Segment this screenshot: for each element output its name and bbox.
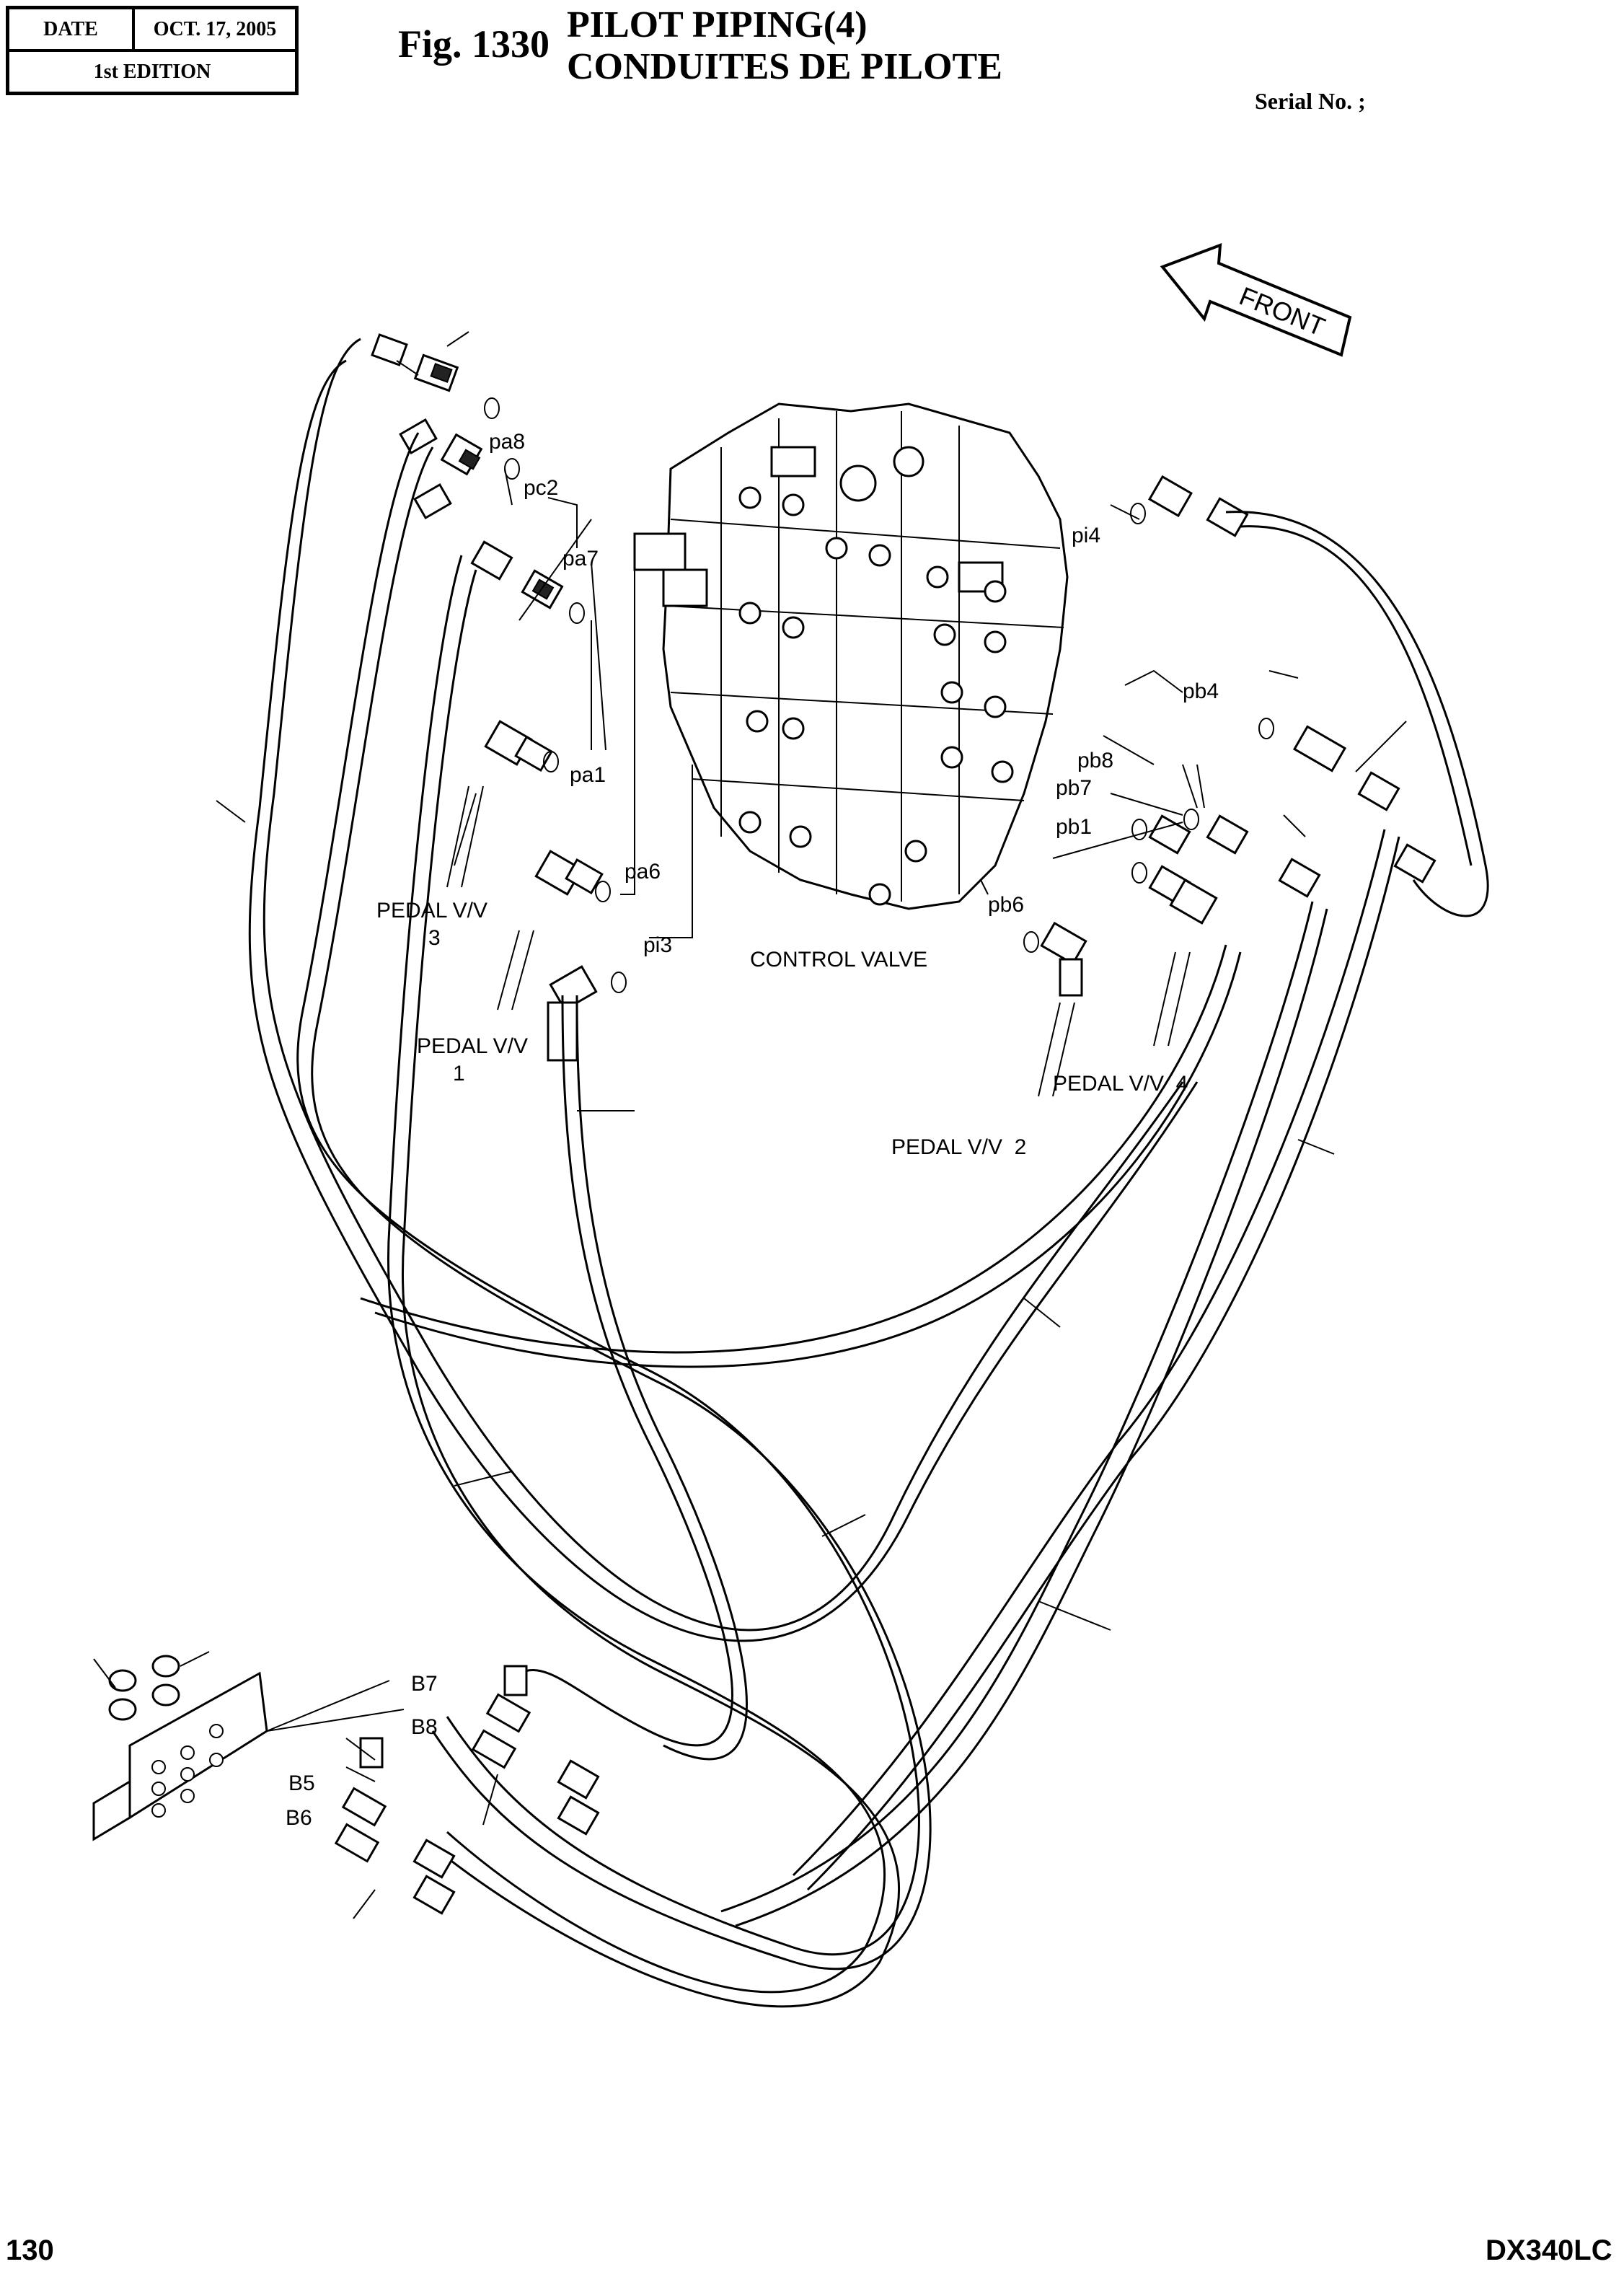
pedal-1-line1: PEDAL V/V (417, 1034, 528, 1058)
pedal-1-line2: 1 (453, 1062, 465, 1086)
port-B5: B5 (288, 1771, 315, 1795)
lower-bracket (92, 1655, 600, 1915)
date-value: OCT. 17, 2005 (153, 17, 277, 40)
page-number: 130 (6, 2234, 54, 2266)
title-english: PILOT PIPING(4) (567, 4, 868, 45)
pedal-valve-stubs (446, 785, 1191, 1097)
port-pb6: pb6 (988, 893, 1024, 917)
port-pa1: pa1 (570, 763, 606, 787)
title-french: CONDUITES DE PILOTE (567, 46, 1002, 87)
date-edition-box: DATE OCT. 17, 2005 1st EDITION (6, 6, 299, 95)
port-pb1: pb1 (1056, 815, 1092, 839)
pedal-3-line2: 3 (428, 926, 441, 950)
port-pa6: pa6 (625, 860, 661, 884)
port-pi3: pi3 (643, 933, 672, 957)
pedal-labels: PEDAL V/V 3 PEDAL V/V 1 PEDAL V/V 4 PEDA… (376, 899, 1188, 1159)
port-labels: pa8 pc2 pa7 pa1 pa6 pi3 pi4 pb4 pb8 pb7 … (286, 430, 1219, 1830)
pedal-2-label: PEDAL V/V 2 (891, 1135, 1026, 1159)
leader-lines (93, 331, 1407, 1919)
front-arrow: FRONT (1160, 243, 1352, 357)
port-pa8: pa8 (489, 430, 525, 454)
port-pb8: pb8 (1077, 749, 1113, 772)
pedal-4-label: PEDAL V/V 4 (1053, 1072, 1188, 1096)
port-B7: B7 (411, 1672, 438, 1696)
hoses (248, 338, 1489, 2008)
port-pb7: pb7 (1056, 776, 1092, 800)
pedal-3-line1: PEDAL V/V (376, 899, 487, 923)
date-row: DATE OCT. 17, 2005 (9, 9, 295, 52)
control-valve: CONTROL VALVE (633, 402, 1069, 972)
control-valve-label: CONTROL VALVE (750, 948, 927, 972)
figure-number: Fig. 1330 (398, 22, 550, 66)
port-pi4: pi4 (1072, 524, 1100, 547)
serial-number: Serial No. ; (1255, 88, 1366, 114)
right-fittings (1023, 475, 1437, 997)
port-pb4: pb4 (1183, 679, 1219, 703)
model-name: DX340LC (1486, 2234, 1612, 2266)
port-pc2: pc2 (524, 476, 558, 500)
figure-title: PILOT PIPING(4) CONDUITES DE PILOTE (567, 4, 1002, 88)
port-B8: B8 (411, 1715, 438, 1739)
left-fittings (371, 333, 627, 1062)
edition-row: 1st EDITION (9, 52, 295, 92)
edition-label: 1st EDITION (93, 60, 211, 83)
port-B6: B6 (286, 1806, 312, 1830)
date-label: DATE (9, 9, 135, 49)
port-pa7: pa7 (562, 547, 599, 571)
